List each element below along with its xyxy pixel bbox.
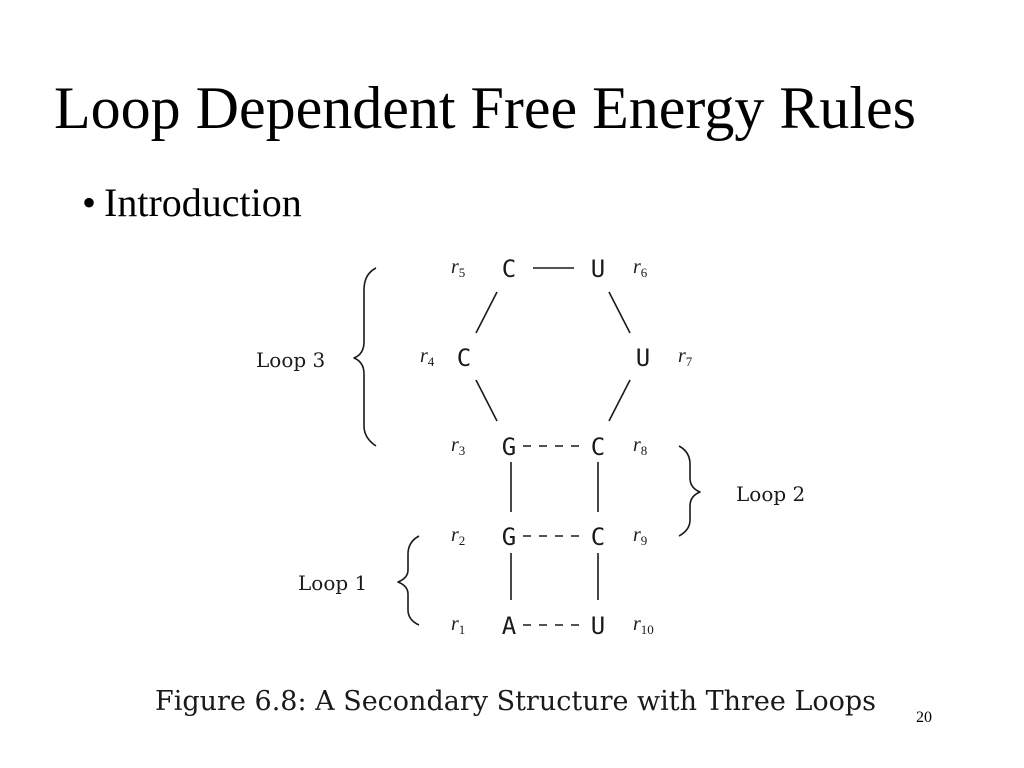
residue-letter: r	[451, 613, 459, 635]
bullet-item: •Introduction	[82, 183, 302, 223]
residue-label-r2: r2	[451, 524, 465, 548]
residue-letter: r	[633, 256, 641, 278]
nucleotide-r1: A	[502, 612, 517, 640]
backbone-r6-r7	[608, 291, 631, 334]
residue-letter: r	[451, 524, 459, 546]
residue-subscript: 8	[641, 443, 648, 458]
nucleotide-r3: G	[502, 433, 516, 461]
residue-subscript: 4	[428, 354, 435, 369]
residue-label-r8: r8	[633, 434, 647, 458]
residue-label-r4: r4	[420, 345, 435, 369]
nucleotide-r4: C	[457, 344, 471, 372]
nucleotide-r7: U	[636, 344, 650, 372]
bullet-text: Introduction	[104, 180, 302, 225]
nucleotide-r10: U	[591, 612, 605, 640]
residue-label-r9: r9	[633, 524, 647, 548]
slide-title: Loop Dependent Free Energy Rules	[54, 75, 917, 141]
loop2-label: Loop 2	[736, 482, 805, 506]
residue-subscript: 2	[459, 533, 466, 548]
backbone-r3-r4	[475, 379, 498, 422]
residue-subscript: 9	[641, 533, 648, 548]
residue-letter: r	[633, 613, 641, 635]
nucleotide-r2: G	[502, 523, 516, 551]
residue-subscript: 3	[459, 443, 466, 458]
residue-letter: r	[420, 345, 428, 367]
bullet-symbol: •	[82, 180, 97, 225]
residue-letter: r	[633, 434, 641, 456]
residue-label-r5: r5	[451, 256, 465, 280]
loop1-brace	[397, 535, 420, 626]
residue-subscript: 7	[686, 354, 693, 369]
loop3-label: Loop 3	[256, 348, 325, 372]
loop2-brace	[678, 445, 701, 537]
residue-label-r7: r7	[678, 345, 693, 369]
backbone-r4-r5	[475, 291, 498, 334]
residue-label-r1: r1	[451, 613, 465, 637]
residue-letter: r	[451, 434, 459, 456]
loop3-brace	[353, 267, 377, 447]
residue-subscript: 6	[641, 265, 648, 280]
residue-subscript: 10	[641, 622, 654, 637]
backbone-r7-r8	[608, 379, 631, 422]
residue-label-r10: r10	[633, 613, 654, 637]
residue-label-r6: r6	[633, 256, 648, 280]
loop1-label: Loop 1	[298, 571, 367, 595]
slide-number: 20	[916, 709, 932, 726]
nucleotide-r9: C	[591, 523, 605, 551]
residue-subscript: 1	[459, 622, 466, 637]
residue-letter: r	[451, 256, 459, 278]
residue-subscript: 5	[459, 265, 466, 280]
residue-label-r3: r3	[451, 434, 465, 458]
nucleotide-r6: U	[591, 255, 605, 283]
residue-letter: r	[678, 345, 686, 367]
nucleotide-r5: C	[502, 255, 516, 283]
nucleotide-r8: C	[591, 433, 605, 461]
residue-letter: r	[633, 524, 641, 546]
figure-caption: Figure 6.8: A Secondary Structure with T…	[155, 686, 877, 717]
